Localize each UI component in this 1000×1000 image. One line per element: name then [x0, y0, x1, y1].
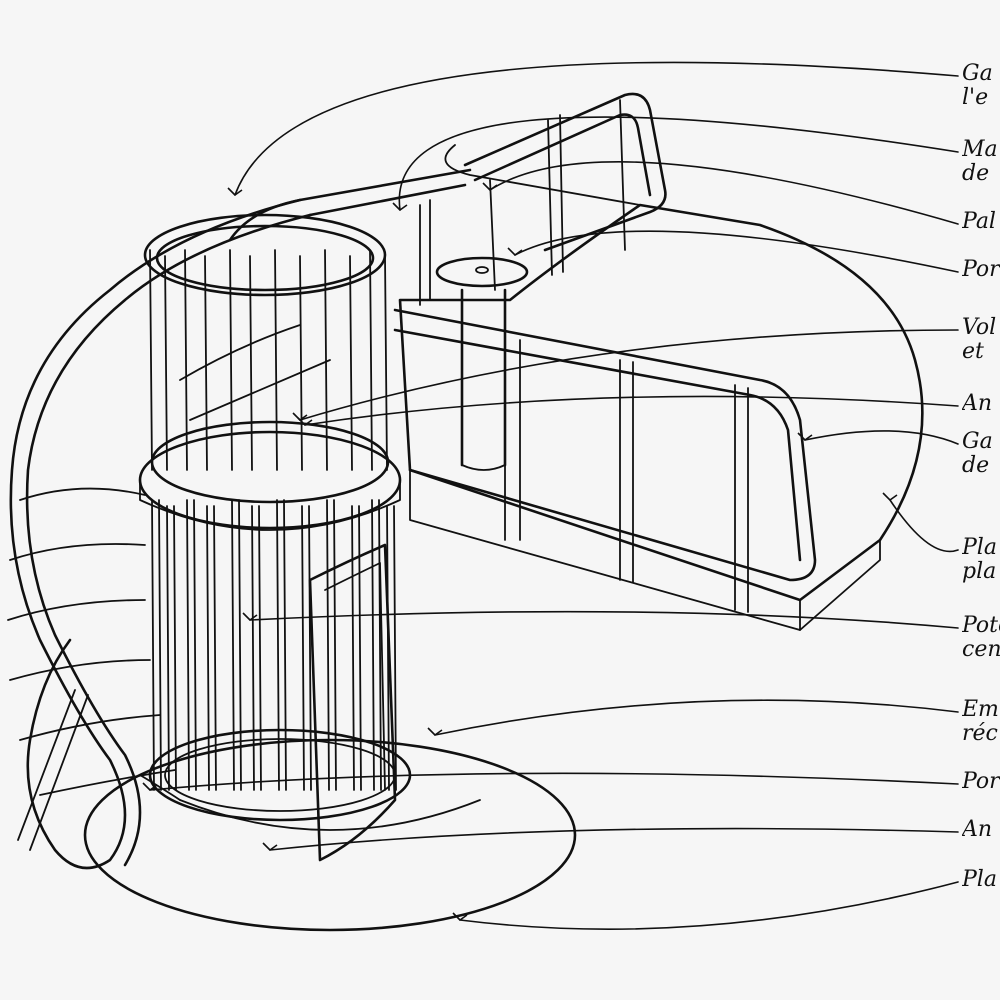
cage-top-ring [143, 213, 387, 297]
cage-bar-lower [238, 499, 242, 791]
cage-door [308, 543, 397, 862]
cage-bar-upper [369, 249, 373, 471]
cage-bar-upper [149, 249, 153, 471]
leader-anneau-1 [304, 395, 959, 426]
column-cap [435, 256, 529, 471]
cage-middle-ring [138, 420, 402, 531]
arrowhead-portion-2 [142, 782, 158, 791]
cage-bar-upper [324, 249, 328, 471]
cage-bar-lower [371, 499, 375, 791]
leader-volee-et [299, 329, 959, 421]
label-plancher: Pla [962, 868, 997, 892]
label-portion-1: Por [962, 258, 1000, 282]
label-portion-2: Por [962, 770, 1000, 794]
cage-bar-lower [206, 505, 210, 791]
arrowhead-portion-1 [507, 247, 523, 256]
label-garde-corps-etage: Ga l'e [962, 62, 993, 110]
arrowhead-embase-rec [427, 727, 443, 736]
spiral-treads [7, 324, 331, 796]
arrowhead-main-courante-de [392, 202, 408, 211]
cage-bar-upper [249, 255, 253, 471]
cage-bar-lower [351, 505, 355, 791]
cage-bar-upper [274, 249, 278, 471]
upper-guardrail [463, 92, 667, 291]
arrowhead-platelage-pl [882, 492, 898, 501]
cage-bar-upper [299, 255, 303, 471]
arrowhead-poteau-central [242, 612, 258, 621]
cage-bar-lower [258, 505, 262, 791]
cage-bar-lower [193, 499, 197, 791]
label-anneau-1: An [962, 392, 993, 416]
cage-bar-lower [333, 499, 337, 791]
leader-embase-rec [434, 699, 959, 736]
cage-bar-lower [186, 499, 190, 791]
leader-portion-1 [514, 230, 959, 273]
arrowhead-anneau-1 [297, 417, 313, 426]
cage-bar-lower [251, 505, 255, 791]
leader-poteau-central [249, 610, 959, 629]
cage-bar-upper [384, 255, 388, 471]
landing-platform [398, 144, 924, 631]
cage-bar-upper [204, 255, 208, 471]
arrowhead-garde-corps-de [797, 432, 813, 441]
label-volee-et: Vol et [962, 316, 997, 364]
cage-bar-lower [151, 499, 155, 791]
cage-bar-upper [184, 249, 188, 471]
landing-guardrail [393, 308, 817, 613]
cage-bar-lower [276, 499, 280, 791]
cage-bar-upper [229, 249, 233, 471]
leader-anneau-2 [269, 827, 959, 851]
label-leaders [142, 61, 959, 930]
arrowhead-garde-corps-etage [227, 187, 243, 196]
cage-bar-upper [349, 255, 353, 471]
cage-bar-lower [326, 499, 330, 791]
cage-bar-lower [173, 505, 177, 791]
spiral-handrail [9, 198, 312, 870]
arrowhead-anneau-2 [262, 842, 278, 851]
cage-bars [149, 249, 397, 791]
label-poteau-central: Pote cen [962, 614, 1000, 662]
label-embase-rec: Em réc [962, 698, 999, 746]
leader-palier [489, 161, 959, 225]
arrowhead-palier [482, 182, 498, 191]
cage-bar-lower [308, 505, 312, 791]
leader-garde-corps-etage [234, 61, 959, 196]
cage-bar-lower [393, 505, 397, 791]
cage-bar-lower [283, 499, 287, 791]
label-garde-corps-de: Ga de [962, 430, 993, 478]
leader-garde-corps-de [804, 430, 959, 445]
cage-bar-lower [158, 499, 162, 791]
label-anneau-2: An [962, 818, 993, 842]
cage-bar-lower [358, 505, 362, 791]
arrowhead-plancher [452, 912, 468, 921]
label-main-courante-de: Ma de [962, 138, 998, 186]
leader-portion-2 [149, 772, 959, 791]
leader-platelage-pl [889, 499, 959, 553]
cage-bar-upper [164, 255, 168, 471]
leader-plancher [459, 881, 959, 930]
cage-bar-lower [166, 505, 170, 791]
cage-bar-lower [213, 505, 217, 791]
floor-base [83, 738, 577, 932]
leader-main-courante-de [398, 116, 959, 211]
label-platelage-pl: Pla pla [962, 536, 997, 584]
cage-bar-lower [301, 505, 305, 791]
label-palier: Pal [962, 210, 996, 234]
cage-bar-lower [231, 499, 235, 791]
